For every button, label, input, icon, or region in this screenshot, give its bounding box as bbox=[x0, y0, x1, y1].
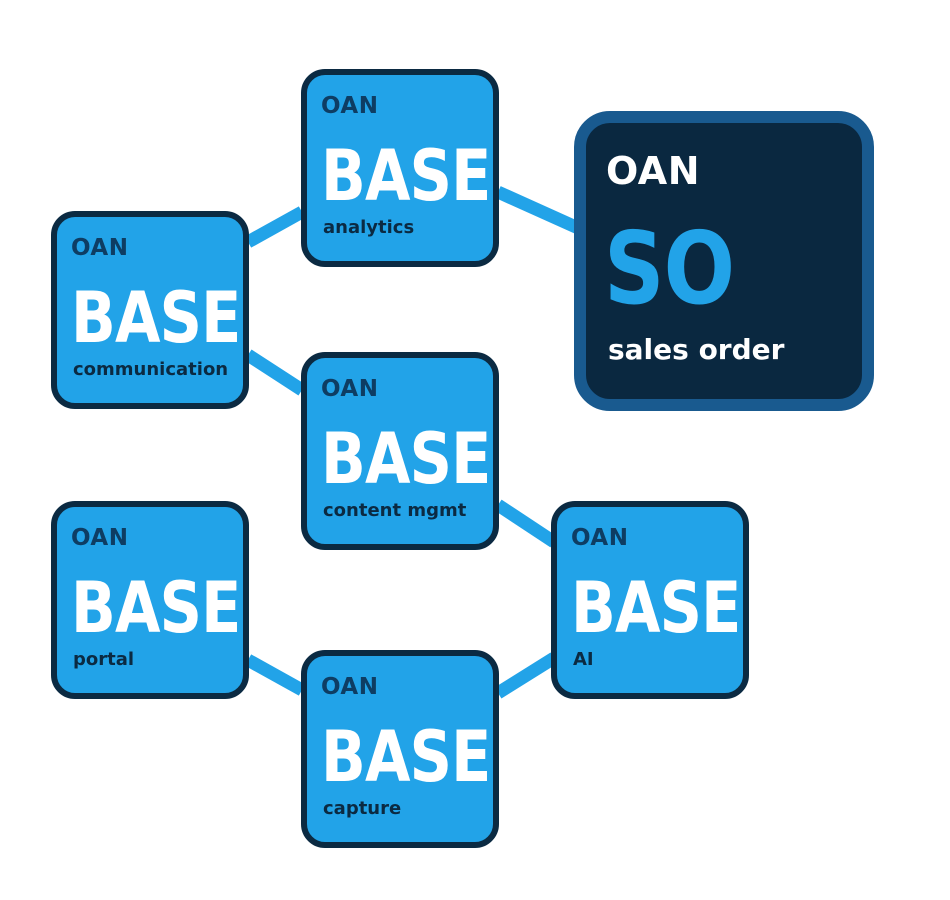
tile-label: content mgmt bbox=[323, 500, 467, 521]
tile-label: AI bbox=[573, 649, 594, 670]
module-tile-portal[interactable]: OAN BASE portal bbox=[51, 501, 249, 699]
tile-label: analytics bbox=[323, 217, 415, 238]
tile-brand: OAN bbox=[321, 93, 379, 119]
tile-code: BASE bbox=[71, 277, 241, 359]
module-tile-content-mgmt[interactable]: OAN BASE content mgmt bbox=[301, 352, 499, 550]
tile-code: BASE bbox=[321, 418, 491, 500]
module-tile-capture[interactable]: OAN BASE capture bbox=[301, 650, 499, 848]
connector-analytics-sales-order bbox=[495, 186, 581, 234]
connector-content-mgmt-ai bbox=[494, 499, 558, 548]
tile-brand: OAN bbox=[606, 149, 700, 193]
connector-communication-content-mgmt bbox=[244, 349, 306, 396]
module-tile-ai[interactable]: OAN BASE AI bbox=[551, 501, 749, 699]
tile-code: BASE bbox=[321, 716, 491, 798]
tile-brand: OAN bbox=[71, 235, 129, 261]
tile-label: portal bbox=[73, 649, 135, 670]
tile-code: BASE bbox=[571, 567, 741, 649]
tile-brand: OAN bbox=[71, 525, 129, 551]
tile-code: BASE bbox=[321, 135, 491, 217]
tile-label: sales order bbox=[608, 333, 785, 366]
module-tile-analytics[interactable]: OAN BASE analytics bbox=[301, 69, 499, 267]
tile-label: capture bbox=[323, 798, 402, 819]
connector-capture-ai bbox=[494, 652, 558, 699]
module-tile-communication[interactable]: OAN BASE communication bbox=[51, 211, 249, 409]
tile-brand: OAN bbox=[321, 376, 379, 402]
tile-brand: OAN bbox=[321, 674, 379, 700]
module-tile-sales-order[interactable]: OAN SO sales order bbox=[574, 111, 874, 411]
connector-communication-analytics bbox=[244, 206, 306, 248]
tile-brand: OAN bbox=[571, 525, 629, 551]
tile-code: SO bbox=[604, 210, 735, 327]
tile-label: communication bbox=[73, 359, 229, 380]
tile-code: BASE bbox=[71, 567, 241, 649]
connector-portal-capture bbox=[244, 654, 306, 696]
